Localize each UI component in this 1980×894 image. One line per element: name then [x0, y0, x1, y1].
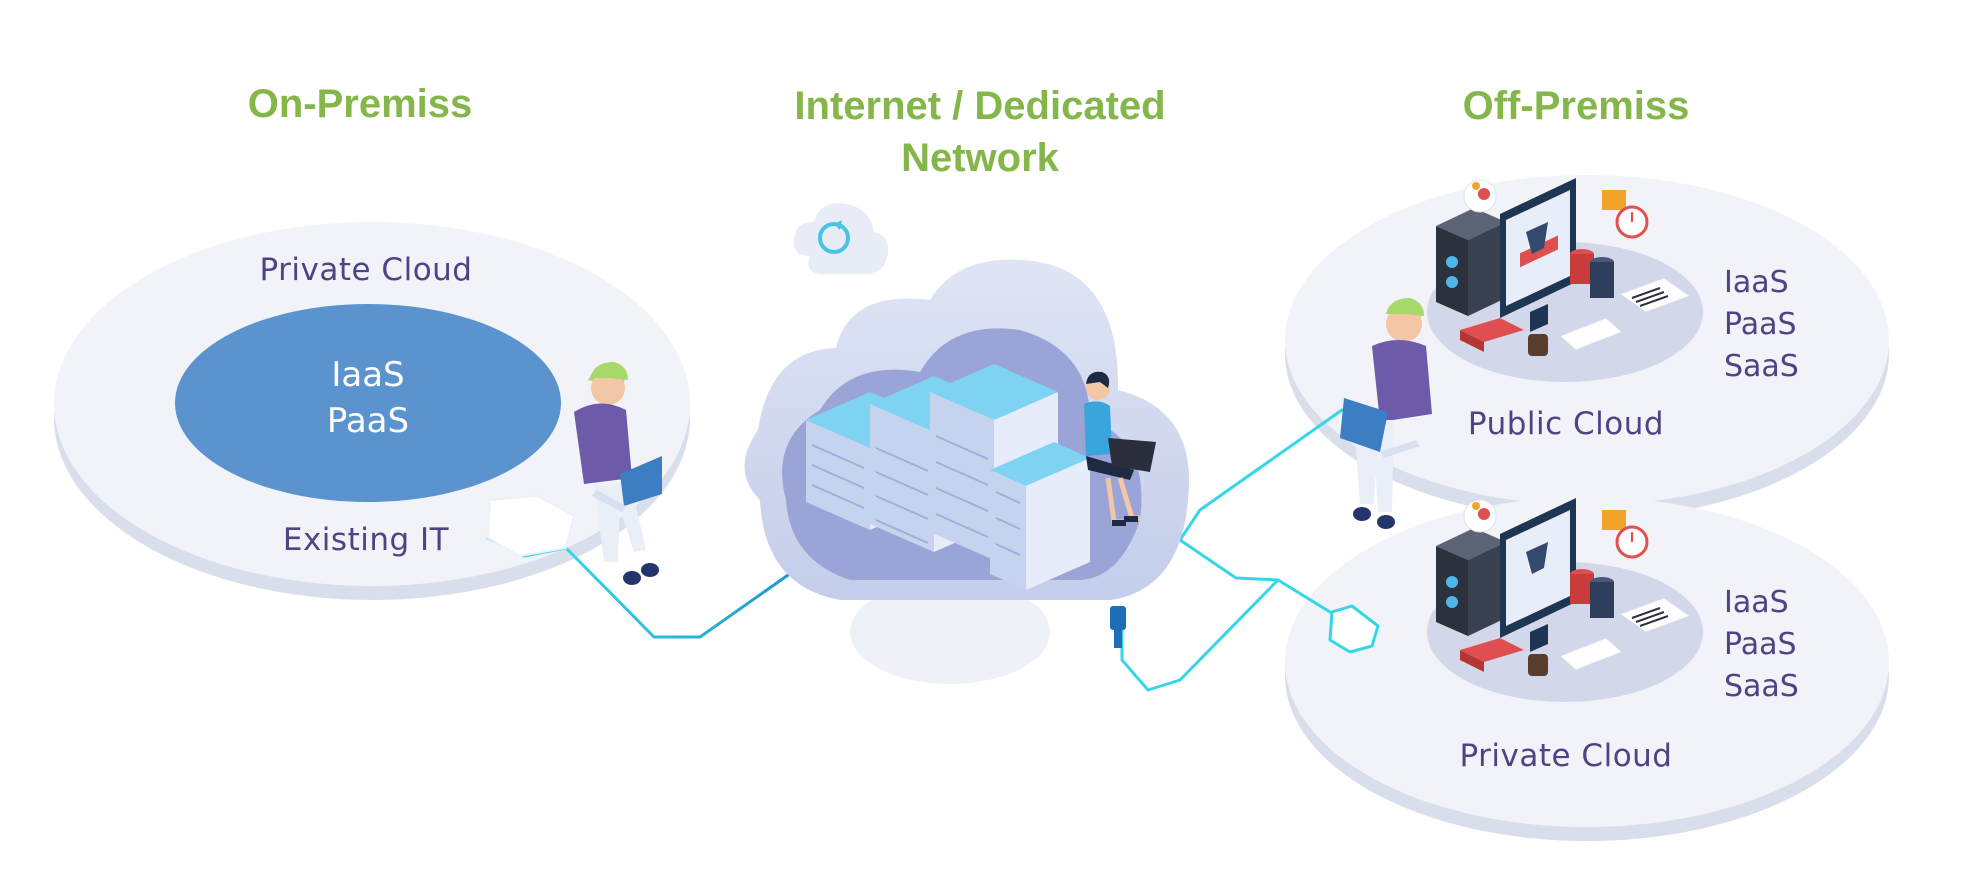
- public-cloud-label: Public Cloud: [1467, 406, 1665, 442]
- data-center-vignette: [1436, 178, 1692, 356]
- private-cloud-services: IaaS PaaS SaaS: [1724, 582, 1799, 708]
- service-iaas: IaaS: [1724, 585, 1789, 620]
- off-premiss-heading: Off-Premiss: [1462, 84, 1690, 128]
- server-rack-stack: [806, 364, 1090, 590]
- inner-service-ellipse: [175, 304, 561, 502]
- network-connectors: [486, 408, 1380, 692]
- clock-24h-icon: [1602, 190, 1649, 239]
- data-analysis-monitor-icon: [1500, 498, 1576, 652]
- on-premiss-heading: On-Premiss: [247, 82, 473, 126]
- person-laptop-icon: [574, 362, 662, 585]
- service-paas: PaaS: [1724, 307, 1797, 342]
- database-icon: [1570, 569, 1614, 618]
- sync-cloud-icon: [793, 203, 889, 274]
- database-icon: [1570, 249, 1614, 298]
- inner-services: IaaS PaaS: [268, 352, 468, 444]
- service-iaas: IaaS: [1724, 265, 1789, 300]
- service-saas: SaaS: [1724, 349, 1799, 384]
- existing-it-label: Existing IT: [282, 522, 450, 558]
- server-tower-icon: [1436, 208, 1506, 316]
- gear-icon: [1463, 499, 1497, 533]
- public-cloud-services: IaaS PaaS SaaS: [1724, 262, 1799, 388]
- gear-icon: [1463, 179, 1497, 213]
- data-analysis-monitor-icon: [1500, 178, 1576, 332]
- internet-network-heading: Internet / Dedicated Network: [740, 80, 1220, 184]
- service-paas: PaaS: [326, 401, 410, 441]
- person-laptop-icon: [1340, 298, 1432, 529]
- data-center-vignette: [1436, 498, 1692, 676]
- on-premiss-platform: [54, 222, 690, 600]
- internet-heading-line2: Network: [901, 136, 1059, 180]
- clock-24h-icon: [1602, 510, 1649, 559]
- service-paas: PaaS: [1724, 627, 1797, 662]
- server-cloud-icon: [744, 259, 1190, 684]
- private-cloud-off-label: Private Cloud: [1459, 738, 1673, 774]
- private-cloud-label: Private Cloud: [259, 252, 473, 288]
- service-saas: SaaS: [1724, 669, 1799, 704]
- person-on-cloud-icon: [1084, 371, 1156, 526]
- server-tower-icon: [1436, 528, 1506, 636]
- internet-heading-line1: Internet / Dedicated: [794, 84, 1166, 128]
- service-iaas: IaaS: [331, 355, 405, 395]
- hex-node: [486, 494, 576, 558]
